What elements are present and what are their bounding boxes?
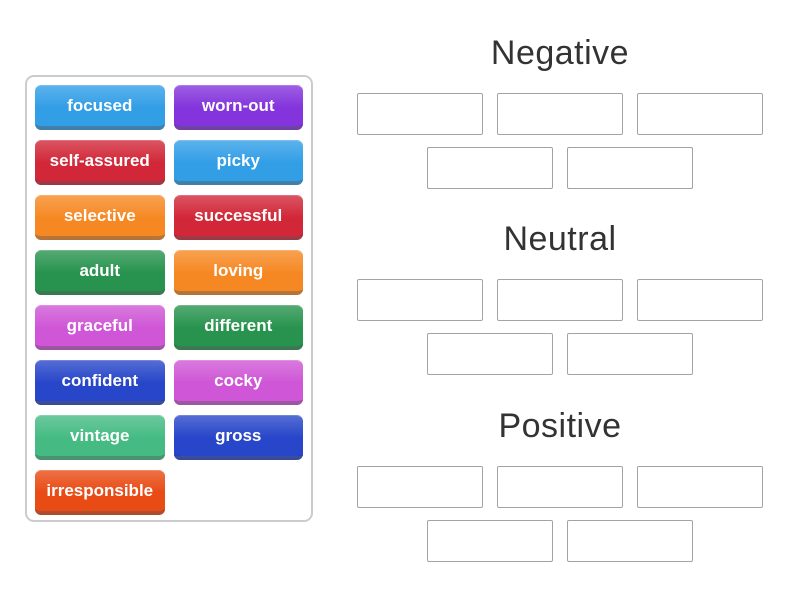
word-tile[interactable]: confident xyxy=(35,360,165,405)
drop-slot[interactable] xyxy=(357,279,483,321)
drop-slot[interactable] xyxy=(357,466,483,508)
slot-row xyxy=(340,279,780,321)
drop-slot[interactable] xyxy=(497,279,623,321)
slot-row xyxy=(340,333,780,375)
word-tile[interactable]: different xyxy=(173,305,303,350)
drop-slot[interactable] xyxy=(427,333,553,375)
slot-row xyxy=(340,520,780,562)
slot-row xyxy=(340,147,780,189)
word-tile[interactable]: cocky xyxy=(173,360,303,405)
drop-slot[interactable] xyxy=(427,147,553,189)
word-tile[interactable]: adult xyxy=(35,250,165,295)
drop-slot[interactable] xyxy=(567,333,693,375)
drop-slot[interactable] xyxy=(497,93,623,135)
word-tile[interactable]: gross xyxy=(173,415,303,460)
word-tile[interactable]: picky xyxy=(173,140,303,185)
word-tile[interactable]: graceful xyxy=(35,305,165,350)
drop-slot[interactable] xyxy=(567,520,693,562)
word-tile[interactable]: successful xyxy=(173,195,303,240)
word-tile-panel: focused worn-out self-assured picky sele… xyxy=(25,75,313,522)
word-tile[interactable]: self-assured xyxy=(35,140,165,185)
drop-slot[interactable] xyxy=(497,466,623,508)
word-tile[interactable]: vintage xyxy=(35,415,165,460)
drop-slot[interactable] xyxy=(357,93,483,135)
category-positive: Positive xyxy=(340,403,780,562)
slot-row xyxy=(340,93,780,135)
drop-slot[interactable] xyxy=(567,147,693,189)
category-title: Negative xyxy=(490,34,630,72)
category-neutral: Neutral xyxy=(340,216,780,375)
word-tile[interactable]: loving xyxy=(173,250,303,295)
slot-row xyxy=(340,466,780,508)
category-title: Positive xyxy=(498,407,622,445)
drop-slot[interactable] xyxy=(637,279,763,321)
word-tile[interactable]: selective xyxy=(35,195,165,240)
category-negative: Negative xyxy=(340,30,780,189)
word-tile[interactable]: focused xyxy=(35,85,165,130)
drop-slot[interactable] xyxy=(637,93,763,135)
drop-slot[interactable] xyxy=(427,520,553,562)
word-tile[interactable]: worn-out xyxy=(173,85,303,130)
category-title: Neutral xyxy=(503,220,617,258)
word-tile[interactable]: irresponsible xyxy=(35,470,165,515)
drop-slot[interactable] xyxy=(637,466,763,508)
